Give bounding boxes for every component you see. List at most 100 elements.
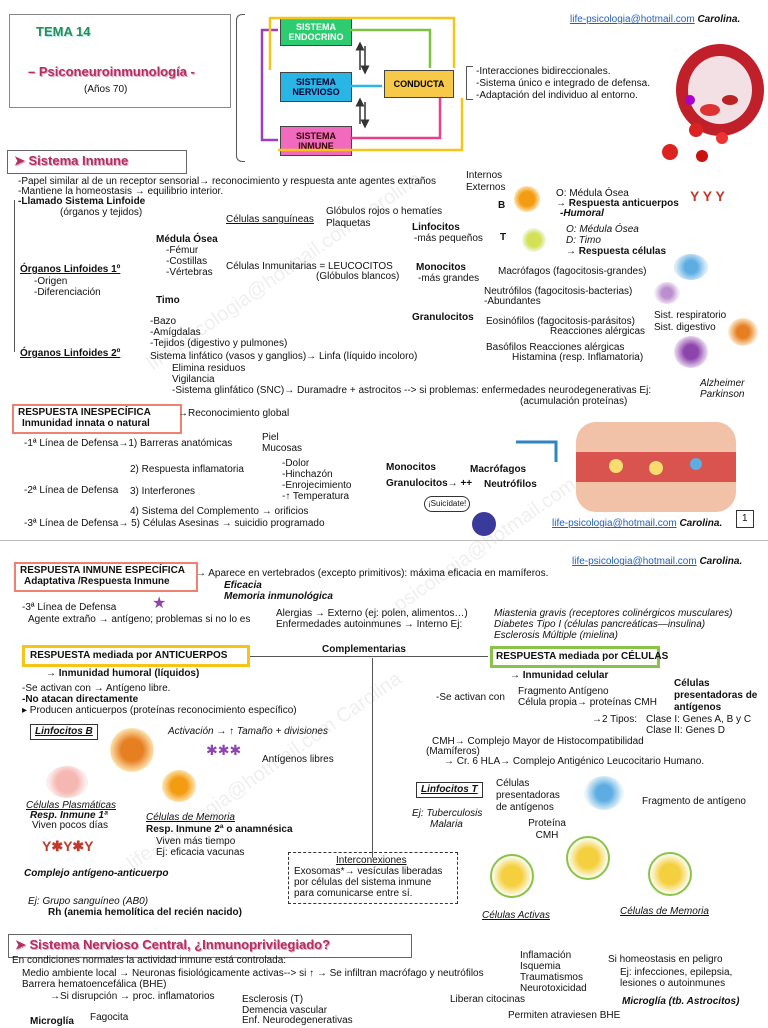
neurotoxicidad: Neurotoxicidad: [520, 983, 587, 994]
point-3: -Adaptación del individuo al entorno.: [476, 90, 638, 101]
microglia-2: Microglía: [30, 1016, 74, 1027]
resp-2: Resp. Inmune 2ª o anamnésica: [146, 824, 293, 835]
anticuerpos-box: [22, 645, 250, 667]
inmunidad-humoral: → Inmunidad humoral (líquidos): [46, 668, 200, 679]
title-box: [9, 14, 231, 108]
celulas-box: [490, 646, 660, 668]
rh: Rh (anemia hemolítica del recién nacido): [48, 907, 242, 918]
heading-arrow-icon: ➤: [14, 153, 29, 168]
demencia: Demencia vascular: [242, 1005, 328, 1016]
complementarias-line: [250, 656, 488, 657]
t-origen: O: Médula Ósea: [566, 224, 639, 235]
sist-digestivo: Sist. digestivo: [654, 322, 716, 333]
author-name-3: Carolina.: [699, 556, 743, 567]
ines-monocitos: Monocitos: [386, 462, 436, 473]
email-top[interactable]: life-psicologia@hotmail.com Carolina.: [570, 14, 740, 26]
celula-propia: Célula propia→ proteínas CMH: [518, 697, 657, 708]
cel-memoria-b: Células de Memoria: [146, 812, 235, 823]
ac-line-1: -Se activan con → Antígeno libre.: [22, 683, 171, 694]
enf-neuro: Enf. Neurodegenerativas: [242, 1015, 353, 1026]
histamina: Histamina (resp. Inflamatoria): [512, 352, 644, 363]
ej-vacunas: Ej: eficacia vacunas: [156, 847, 245, 858]
anticuerpos-icon: Y Y Y: [690, 188, 725, 204]
complemento: 4) Sistema del Complemento → orificios: [130, 506, 309, 517]
points-brace: [466, 66, 473, 100]
email-link-2[interactable]: life-psicologia@hotmail.com: [552, 518, 677, 529]
activacion: Activación → ↑ Tamaño + divisiones: [168, 726, 328, 737]
linea-2-label: -2ª Línea de Defensa: [24, 485, 119, 496]
si-externos: Externos: [466, 182, 506, 193]
linfocitos-t: Linfocitos T: [416, 782, 483, 798]
active-t-cell-icon: [490, 854, 534, 898]
t-cell-center-icon: [566, 836, 610, 880]
alzheimer: Alzheimer: [700, 378, 745, 389]
interconexiones-box: [288, 852, 458, 904]
apc-cell-icon: [584, 776, 624, 810]
resp-1: Resp. Inmune 1ª: [30, 810, 108, 821]
section-sistema-inmune: ➤ Sistema Inmune: [7, 150, 187, 174]
exosomas: Exosomas*→ vesículas liberadas por célul…: [294, 866, 443, 899]
sistema-linfatico: Sistema linfático (vasos y ganglios)→ Li…: [150, 351, 418, 362]
ines-granulocitos: Granulocitos→ ++: [386, 478, 473, 489]
snc-line-1: En condiciones normales la actividad inm…: [12, 955, 287, 966]
microglia: Microglía (tb. Astrocitos): [622, 996, 740, 1007]
ej-tuberculosis: Ej: Tuberculosis: [412, 808, 483, 819]
neutrofilo-icon: [654, 282, 680, 304]
fagocita: Fagocita: [90, 1012, 129, 1023]
celulas-title: RESPUESTA mediada por CÉLULAS: [496, 651, 669, 662]
ej-grupo: Ej: Grupo sanguíneo (AB0): [28, 896, 149, 907]
si-internos: Internos: [466, 170, 503, 181]
diferenciacion: -Diferenciación: [34, 287, 101, 298]
alergias: Alergias → Externo (ej: polen, alimentos…: [276, 608, 468, 619]
viven-mas: Viven más tiempo: [156, 836, 236, 847]
monocitos: Monocitos: [416, 262, 466, 273]
miastenia: Miastenia gravis (receptores colinérgico…: [494, 608, 733, 619]
section-snc-title: Sistema Nervioso Central, ¿Inmunoprivile…: [29, 937, 331, 952]
cr6-hla: → Cr. 6 HLA→ Complejo Antigénico Leucoci…: [444, 756, 705, 767]
snc-line-4: →Si disrupción → proc. inflamatorios: [50, 991, 215, 1002]
clase-1: Clase I: Genes A, B y C: [646, 714, 752, 725]
origen: -Origen: [34, 276, 68, 287]
si-line-3: -Llamado Sistema Linfoide: [18, 196, 146, 207]
femur: -Fémur: [166, 245, 199, 256]
antigen-cluster-icon: ✱✱✱: [206, 742, 242, 758]
elimina-residuos: Elimina residuos: [172, 363, 246, 374]
fragmento-antigeno: Fragmento Antígeno: [518, 686, 609, 697]
reconocimiento-global: →Reconocimiento global: [178, 408, 290, 419]
parkinson: Parkinson: [700, 389, 745, 400]
si-line-2: -Mantiene la homeostasis → equilibrio in…: [18, 186, 224, 197]
se-activan-con: -Se activan con: [436, 692, 505, 703]
inespecifica-subtitle: Inmunidad innata o natural: [22, 418, 150, 429]
piel: Piel: [262, 432, 279, 443]
mas-grandes: -más grandes: [418, 273, 480, 284]
cmh: CMH→ Complejo Mayor de Histocompatibilid…: [432, 736, 644, 747]
inflamacion: Inflamación: [520, 950, 572, 961]
b-lymphocyte-icon: [110, 728, 154, 772]
memoria-inmunologica: Memoria inmunológica: [224, 591, 333, 602]
mucosas: Mucosas: [262, 443, 303, 454]
ines-neutrofilos: Neutrófilos: [484, 479, 537, 490]
traumatismos: Traumatismos: [520, 972, 583, 983]
temperatura: -↑ Temperatura: [282, 491, 350, 502]
email-page2[interactable]: life-psicologia@hotmail.com Carolina.: [572, 556, 742, 568]
section-sistema-inmune-title: Sistema Inmune: [28, 153, 129, 168]
isquemia: Isquemia: [520, 961, 561, 972]
linfocito-b-label: B: [498, 200, 506, 211]
celulas-activas: Células Activas: [482, 910, 550, 921]
celulas-memoria-t: Células de Memoria: [620, 906, 709, 917]
b-humoral: -Humoral: [560, 208, 604, 219]
permiten-bhe: Permiten atraviesen BHE: [508, 1010, 621, 1021]
si-line-4: (órganos y tejidos): [60, 207, 143, 218]
globulos-rojos: Glóbulos rojos o hematíes: [326, 206, 443, 217]
macrofago-icon: [674, 254, 708, 280]
respuesta-inflamatoria: 2) Respuesta inflamatoria: [130, 464, 244, 475]
email-link-3[interactable]: life-psicologia@hotmail.com: [572, 556, 697, 567]
ac-line-3: ▸ Producen anticuerpos (proteínas recono…: [22, 705, 297, 716]
mamiferos: (Mamíferos): [426, 746, 480, 757]
email-mid[interactable]: life-psicologia@hotmail.com Carolina.: [552, 518, 722, 530]
email-link[interactable]: life-psicologia@hotmail.com: [570, 14, 695, 25]
t-respuesta: → Respuesta células: [566, 246, 667, 257]
killer-cell-icon: [472, 512, 496, 536]
macrofagos: Macrófagos (fagocitosis-grandes): [498, 266, 647, 277]
especifica-subtitle: Adaptativa /Respuesta Inmune: [24, 576, 170, 587]
